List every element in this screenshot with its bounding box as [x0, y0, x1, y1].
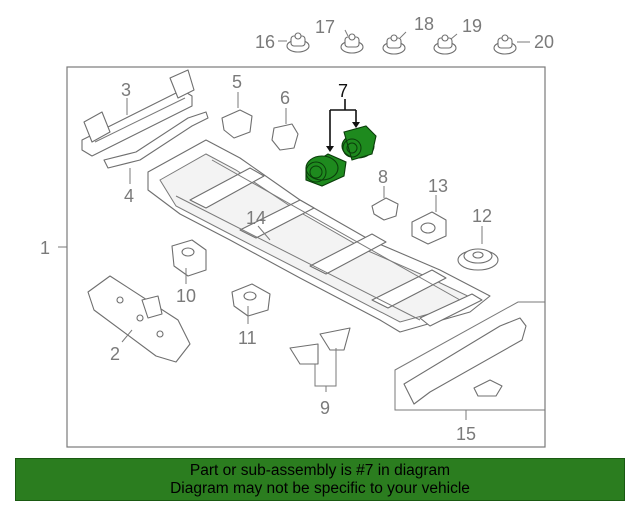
- callout-7: 7: [338, 81, 348, 101]
- callout-15: 15: [456, 424, 476, 444]
- part-16-mount: [286, 32, 310, 53]
- diagram-frame: [66, 66, 546, 448]
- part-18-mount: [382, 34, 406, 55]
- callout-3: 3: [121, 80, 131, 100]
- callout-8: 8: [378, 167, 388, 187]
- callout-9: 9: [320, 398, 330, 418]
- part-15-box: [394, 301, 546, 411]
- part-20-mount: [493, 34, 517, 55]
- banner-line-1: Part or sub-assembly is #7 in diagram: [189, 461, 451, 479]
- part-13-mount: [411, 211, 447, 245]
- part-5-bracket: [221, 109, 253, 139]
- callout-16: 16: [255, 32, 275, 52]
- callout-10: 10: [176, 286, 196, 306]
- part-7-mount-rear: [341, 125, 377, 161]
- callout-1: 1: [40, 238, 50, 258]
- callout-11: 11: [238, 328, 257, 348]
- part-19-mount: [433, 34, 457, 55]
- callout-5: 5: [232, 72, 242, 92]
- callout-20: 20: [534, 32, 554, 52]
- info-banner: Part or sub-assembly is #7 in diagram Di…: [15, 458, 625, 501]
- callout-18: 18: [414, 14, 434, 34]
- part-17-mount: [340, 33, 364, 54]
- part-2-rail: [87, 275, 191, 363]
- callout-13: 13: [428, 176, 448, 196]
- parts-diagram: 1 16 17 18 19 20 3: [40, 14, 554, 448]
- frame-chassis: [147, 139, 491, 333]
- callout-12: 12: [472, 206, 492, 226]
- part-11-bracket: [231, 283, 271, 317]
- callout-14: 14: [246, 208, 266, 228]
- part-9-bracket-right: [319, 327, 351, 351]
- part-9-bracket-left: [289, 343, 319, 365]
- part-10-bracket: [171, 239, 207, 277]
- callout-17: 17: [315, 17, 335, 37]
- part-4-bar: [103, 111, 209, 169]
- part-12-mount: [457, 248, 499, 271]
- banner-line-2: Diagram may not be specific to your vehi…: [170, 479, 470, 497]
- callout-4: 4: [124, 186, 134, 206]
- part-6-bracket: [271, 123, 299, 151]
- part-3-rail: [81, 69, 195, 157]
- callout-2: 2: [110, 344, 120, 364]
- part-8-bracket: [371, 197, 399, 221]
- part-7-mount-front: [305, 153, 347, 187]
- callout-6: 6: [280, 88, 290, 108]
- callout-19: 19: [462, 16, 482, 36]
